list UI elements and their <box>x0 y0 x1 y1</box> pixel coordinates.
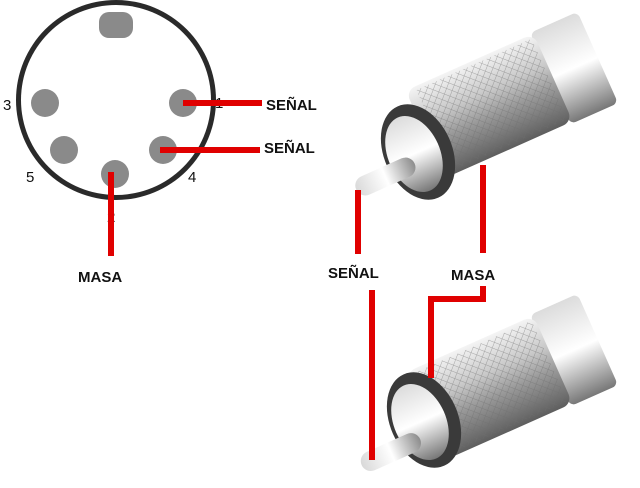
label-rca-signal: SEÑAL <box>328 264 379 282</box>
rca-top-knurl <box>416 38 568 171</box>
pin-number-4: 4 <box>188 169 196 186</box>
din-key-notch <box>99 12 133 38</box>
label-rca-ground: MASA <box>451 267 495 284</box>
rca-top-center-pin <box>355 157 416 196</box>
wire-rca-top-signal <box>355 190 361 254</box>
wire-rca-bottom-ground-horizontal <box>428 296 480 302</box>
wire-din-pin1 <box>183 100 262 106</box>
wire-din-pin4 <box>160 147 260 153</box>
din-pin-2 <box>101 160 129 188</box>
din-wires <box>108 100 262 256</box>
rca-plug-top <box>355 13 617 200</box>
din-pin-3 <box>31 89 59 117</box>
pin-number-5: 5 <box>26 169 34 186</box>
rca-wires <box>355 165 486 460</box>
label-din-ground: MASA <box>78 269 122 286</box>
pin-number-3: 3 <box>3 97 11 114</box>
wire-rca-bottom-ground-vertical <box>428 296 434 378</box>
rca-plug-bottom <box>360 295 617 472</box>
wire-din-pin2 <box>108 172 114 256</box>
rca-bottom-center-pin <box>360 433 421 472</box>
rca-top-thread-end <box>531 13 617 123</box>
rca-bottom-thread-end <box>531 295 617 405</box>
wire-rca-bottom-ground-stub <box>480 286 486 302</box>
wire-rca-top-ground <box>480 165 486 253</box>
din-pin-5 <box>50 136 78 164</box>
label-din-signal-2: SEÑAL <box>264 139 315 157</box>
wire-rca-bottom-signal <box>369 290 375 460</box>
label-din-signal-1: SEÑAL <box>266 96 317 114</box>
